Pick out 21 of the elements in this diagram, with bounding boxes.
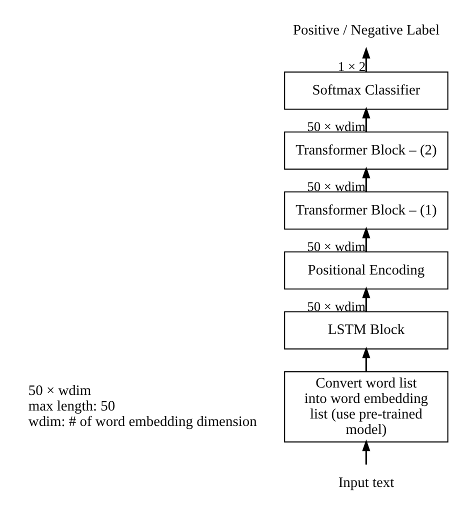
arrow (362, 106, 370, 132)
node-box: Softmax Classifier (284, 72, 448, 110)
label: 50 × wdim (28, 383, 91, 400)
arrow (362, 166, 370, 192)
label: wdim: # of word embedding dimension (28, 414, 256, 430)
edge-label: 50 × wdim (306, 238, 365, 254)
edge-label: 50 × wdim (306, 298, 365, 314)
node-box: Positional Encoding (284, 251, 448, 290)
label: max length: 50 (28, 398, 115, 415)
node-box: Transformer Block – (2) (284, 131, 448, 170)
node-text: Input text (338, 475, 394, 492)
arrow (362, 346, 370, 372)
arrow (362, 226, 370, 252)
arrow (362, 439, 370, 465)
arrow (362, 46, 370, 72)
node-box: Convert word list into word embedding list (use pre-trained model) (284, 371, 448, 442)
node-box: Transformer Block – (1) (284, 191, 448, 230)
arrow (362, 286, 370, 312)
edge-label: 1 × 2 (337, 59, 366, 74)
node-box: LSTM Block (284, 311, 448, 350)
node-text: Positive / Negative Label (292, 22, 439, 39)
